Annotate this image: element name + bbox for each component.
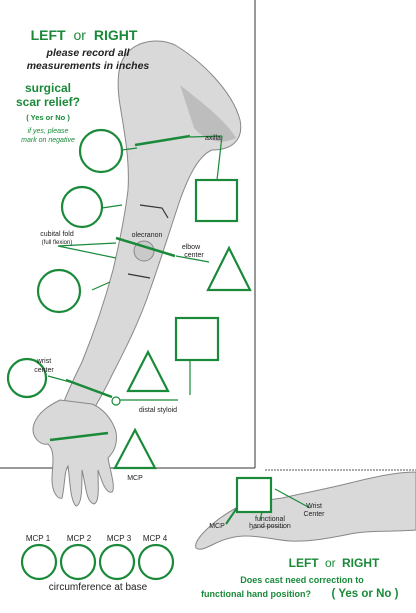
label-wrist: wrist	[36, 358, 51, 365]
header-side-select: LEFT or RIGHT	[31, 27, 138, 43]
side-wrist-line	[274, 488, 311, 509]
circumference-label: circumference at base	[49, 582, 148, 593]
measure-triangle-elbow[interactable]	[206, 245, 252, 292]
scar-note1: if yes, please	[28, 128, 69, 135]
connector-lines	[47, 135, 223, 401]
mcp4-circle[interactable]	[137, 543, 175, 581]
scar-line1: surgical	[25, 81, 71, 95]
measure-triangle-wrist[interactable]	[126, 349, 170, 393]
panel-question2: functional hand position?	[201, 589, 311, 599]
hand-crease	[249, 525, 285, 531]
scar-mark-upper	[139, 204, 169, 219]
label-mcp: MCP	[127, 475, 143, 482]
header-line2: measurements in inches	[27, 60, 150, 72]
header-or: or	[73, 27, 86, 43]
hand-shape	[32, 399, 117, 507]
distal-styloid-marker	[111, 396, 121, 406]
side-label-functional: functional	[255, 516, 285, 523]
measure-triangle-mcp[interactable]	[113, 427, 157, 470]
arm-shape	[59, 40, 242, 413]
panel-left: LEFT	[289, 556, 320, 570]
elbow-line	[115, 236, 176, 258]
mcp1-circle[interactable]	[20, 543, 58, 581]
label-wrist-center: center	[34, 367, 54, 374]
arm-illustration	[32, 40, 242, 507]
mcp3-label: MCP 3	[107, 534, 132, 543]
scar-note2: mark on negative	[21, 137, 75, 144]
header-line1: please record all	[46, 47, 131, 59]
panel-yes-no: ( Yes or No )	[332, 588, 399, 600]
scar-yes-no: ( Yes or No )	[26, 113, 70, 122]
scar-mark-lower	[127, 273, 151, 279]
wrist-line	[65, 378, 113, 399]
side-label-hand-position: hand position	[249, 523, 291, 530]
measure-circle-upper-arm[interactable]	[78, 128, 124, 174]
mcp1-label: MCP 1	[26, 534, 51, 543]
side-label-mcp: MCP	[209, 523, 225, 530]
measure-circle-above-elbow[interactable]	[60, 185, 104, 229]
label-cubital-fold: cubital fold	[40, 231, 74, 238]
panel-or: or	[325, 556, 336, 570]
measure-square-axilla-elbow[interactable]	[194, 178, 239, 223]
panel-right: RIGHT	[342, 556, 380, 570]
label-distal-styloid: distal styloid	[139, 407, 177, 414]
label-elbow: elbow	[182, 244, 201, 251]
mcp-line	[49, 431, 109, 442]
mcp3-circle[interactable]	[98, 543, 136, 581]
mcp2-circle[interactable]	[59, 543, 97, 581]
measure-circle-forearm[interactable]	[36, 268, 82, 314]
side-measure-square[interactable]	[235, 476, 273, 514]
side-label-wrist-center: Center	[303, 511, 325, 518]
measure-square-elbow-wrist[interactable]	[174, 316, 220, 362]
panel-question1: Does cast need correction to	[240, 575, 364, 585]
measure-circle-wrist[interactable]	[6, 357, 48, 399]
panel-side-select: LEFT or RIGHT	[289, 556, 380, 570]
label-axilla: axilla	[205, 135, 221, 142]
label-elbow-center: center	[184, 252, 204, 259]
scar-line2: scar relief?	[16, 95, 80, 109]
shoulder-shade	[180, 85, 236, 142]
label-olecranon: olecranon	[132, 232, 163, 239]
header-left: LEFT	[31, 27, 66, 43]
mcp2-label: MCP 2	[67, 534, 92, 543]
label-cubital-fold-note: (full flexion)	[42, 240, 73, 246]
mcp4-label: MCP 4	[143, 534, 168, 543]
axilla-line	[134, 134, 191, 147]
hand-side-illustration	[195, 471, 416, 550]
header-right: RIGHT	[94, 27, 138, 43]
side-label-wrist: Wrist	[306, 503, 322, 510]
